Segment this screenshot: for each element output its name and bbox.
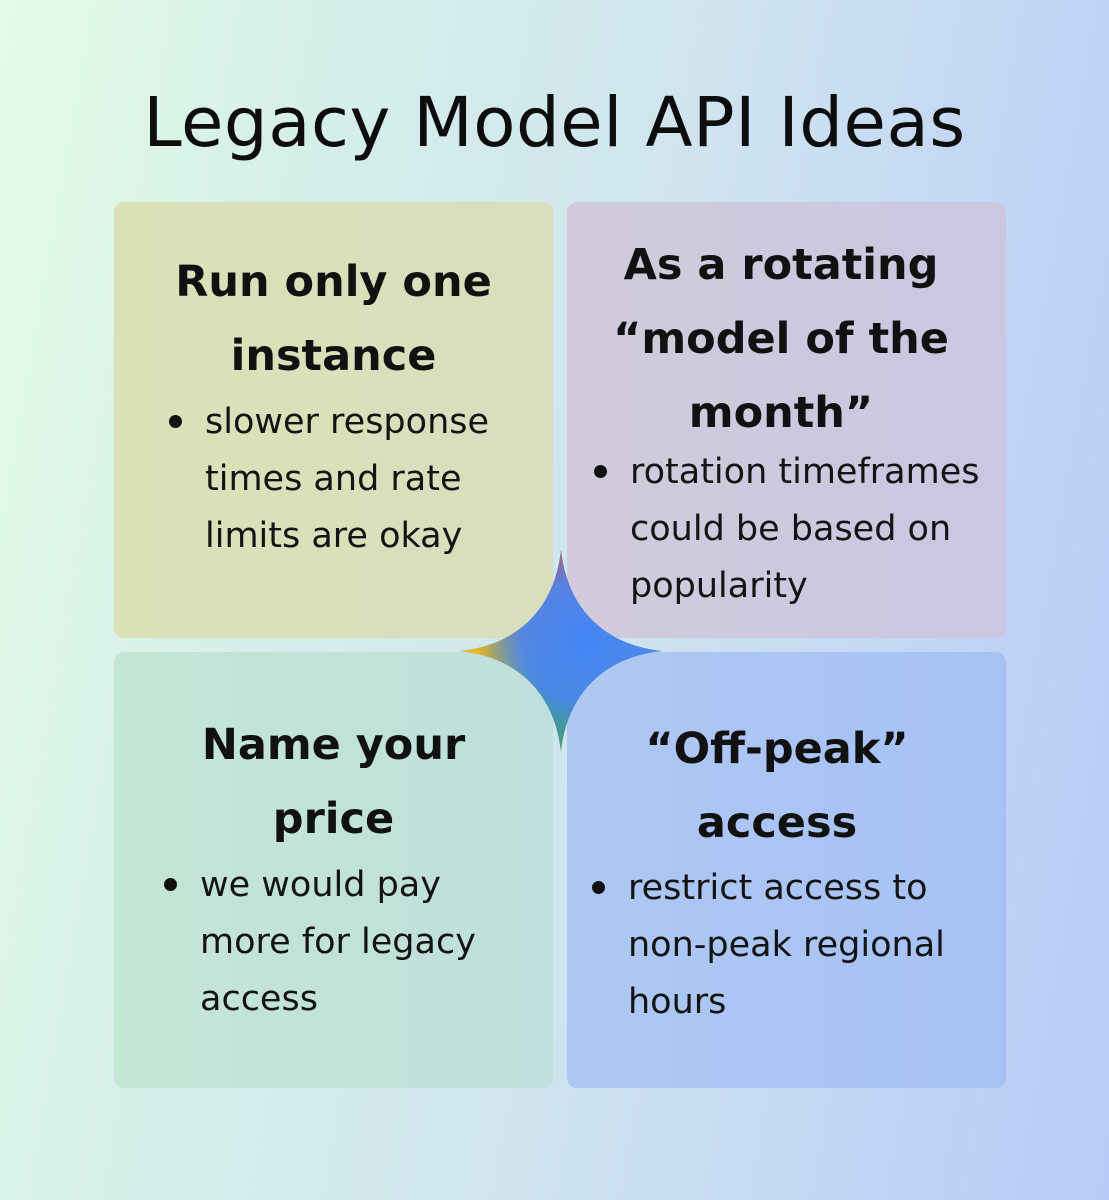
bullet-text-line: hours bbox=[628, 982, 727, 1022]
card-heading-line: price bbox=[272, 794, 395, 844]
card-model-of-the-month bbox=[567, 202, 1006, 638]
bullet-text-line: rotation timeframes bbox=[630, 452, 980, 492]
card-bullet-item: slower response times and rate limits ar… bbox=[167, 394, 527, 565]
bullet-text-line: restrict access to bbox=[628, 868, 928, 908]
card-bullet-list: rotation timeframes could be based on po… bbox=[592, 444, 992, 615]
card-heading-line: Name your bbox=[201, 720, 466, 770]
card-heading: Run only one instance bbox=[114, 245, 553, 393]
bullet-text-line: popularity bbox=[630, 566, 808, 606]
card-heading: As a rotating “model of the month” bbox=[567, 228, 995, 450]
bullet-text-line: times and rate bbox=[205, 459, 462, 499]
card-bullet-list: slower response times and rate limits ar… bbox=[167, 394, 527, 565]
card-bullet-item: rotation timeframes could be based on po… bbox=[592, 444, 992, 615]
card-bullet-item: we would pay more for legacy access bbox=[162, 857, 532, 1028]
card-heading-line: “model of the bbox=[613, 314, 949, 364]
bullet-text-line: slower response bbox=[205, 402, 490, 442]
card-heading-line: access bbox=[696, 798, 858, 848]
card-heading: “Off-peak” access bbox=[567, 712, 987, 860]
card-heading-line: month” bbox=[688, 388, 874, 438]
card-bullet-list: we would pay more for legacy access bbox=[162, 857, 532, 1028]
bullet-text-line: we would pay bbox=[200, 865, 441, 905]
card-bullet-item: restrict access to non-peak regional hou… bbox=[590, 860, 1000, 1031]
card-run-one-instance bbox=[114, 202, 553, 638]
page-title: Legacy Model API Ideas bbox=[143, 83, 966, 163]
card-heading-line: “Off-peak” bbox=[645, 724, 909, 774]
bullet-text-line: more for legacy bbox=[200, 922, 476, 962]
bullet-text-line: limits are okay bbox=[205, 516, 463, 556]
card-bullet-list: restrict access to non-peak regional hou… bbox=[590, 860, 1000, 1031]
bullet-text-line: access bbox=[200, 979, 318, 1019]
four-point-sparkle-icon bbox=[460, 550, 662, 752]
card-heading: Name your price bbox=[114, 708, 553, 856]
card-heading-line: Run only one bbox=[175, 257, 492, 307]
bullet-text-line: non-peak regional bbox=[628, 925, 945, 965]
card-heading-line: instance bbox=[230, 331, 437, 381]
bullet-text-line: could be based on bbox=[630, 509, 952, 549]
card-off-peak-access bbox=[567, 652, 1006, 1088]
card-heading-line: As a rotating bbox=[623, 240, 939, 290]
card-name-your-price bbox=[114, 652, 553, 1088]
